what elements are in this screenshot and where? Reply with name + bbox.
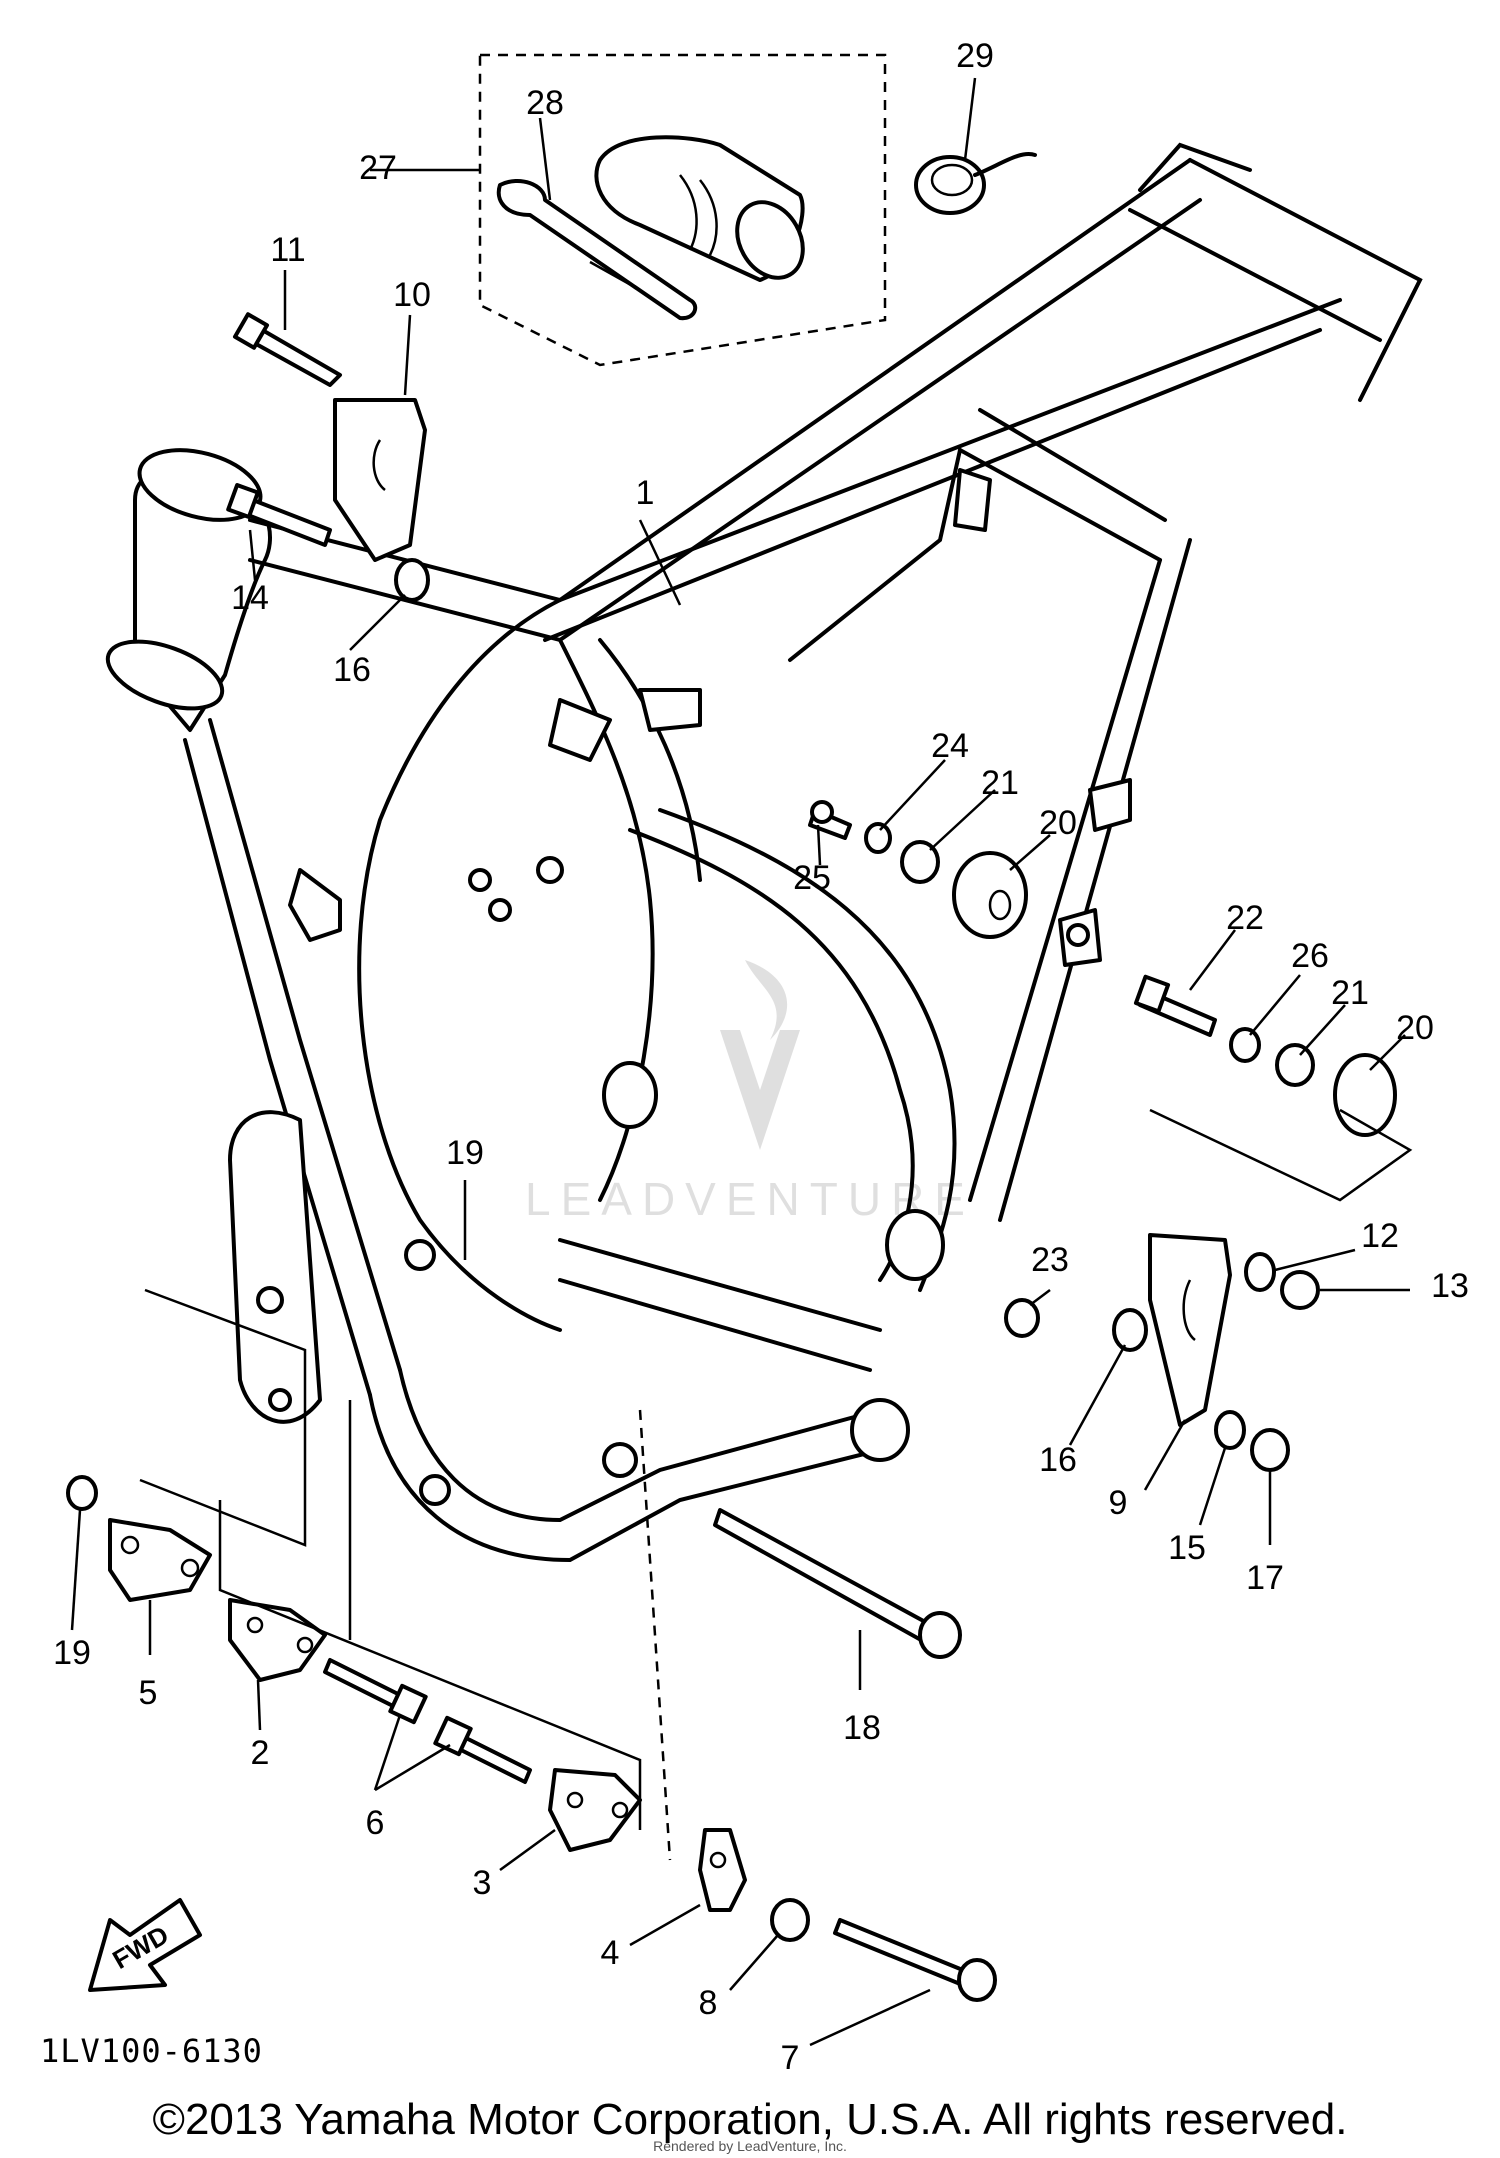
callout-3: 3 <box>473 1864 492 1902</box>
washer-16-left <box>394 558 430 602</box>
callout-23: 23 <box>1031 1241 1069 1279</box>
leader-lines <box>70 77 1410 2047</box>
callout-22: 22 <box>1226 899 1264 937</box>
bolts-6 <box>323 1658 532 1784</box>
callout-9: 9 <box>1109 1484 1128 1522</box>
callout-7: 7 <box>781 2039 800 2077</box>
tool-bag-icon <box>594 135 805 282</box>
nut-13 <box>1280 1270 1320 1310</box>
fwd-arrow-icon: FWD <box>88 1898 202 1992</box>
leadventure-watermark: LEADVENTURE <box>525 960 965 1225</box>
nut-19-left <box>66 1475 98 1511</box>
callout-28: 28 <box>526 84 564 122</box>
bracket-5 <box>108 1518 212 1602</box>
callout-24: 24 <box>931 727 969 765</box>
bracket-9 <box>1148 1233 1232 1427</box>
washer-26 <box>1229 1027 1261 1063</box>
collar-21-lower <box>1275 1043 1315 1087</box>
callout-20-lower: 20 <box>1396 1009 1434 1047</box>
bolt-11 <box>232 312 342 387</box>
callout-2: 2 <box>251 1734 270 1772</box>
callout-21-upper: 21 <box>981 764 1019 802</box>
callout-19-upper: 19 <box>446 1134 484 1172</box>
bushing-20-upper <box>952 851 1028 939</box>
callout-6: 6 <box>366 1804 385 1842</box>
callout-18: 18 <box>843 1709 881 1747</box>
callout-11: 11 <box>270 231 305 269</box>
callout-8: 8 <box>699 1984 718 2022</box>
callout-16-lower: 16 <box>1039 1441 1077 1479</box>
callout-13: 13 <box>1431 1267 1469 1305</box>
bracket-3 <box>548 1768 642 1852</box>
callout-26: 26 <box>1291 937 1329 975</box>
callout-19-lower: 19 <box>53 1634 91 1672</box>
callout-17: 17 <box>1246 1559 1284 1597</box>
callout-5: 5 <box>139 1674 158 1712</box>
diagram-code: 1LV100-6130 <box>40 2032 263 2070</box>
callout-25: 25 <box>793 859 831 897</box>
callout-14: 14 <box>231 579 269 617</box>
bolt-22 <box>1133 974 1217 1037</box>
nut-8 <box>770 1898 810 1942</box>
clamp-icon <box>914 152 1037 215</box>
bracket-4 <box>698 1828 747 1912</box>
callout-1: 1 <box>636 474 655 512</box>
callout-15: 15 <box>1168 1529 1206 1567</box>
callout-16-upper: 16 <box>333 651 371 689</box>
callout-27: 27 <box>359 149 397 187</box>
wrench-icon <box>496 179 698 321</box>
bracket-2 <box>228 1598 327 1682</box>
bolt-25 <box>808 800 852 840</box>
nut-23 <box>1004 1298 1040 1338</box>
callout-12: 12 <box>1361 1217 1399 1255</box>
nut-17 <box>1250 1428 1290 1472</box>
callout-10: 10 <box>393 276 431 314</box>
bolt-7 <box>833 1918 997 2002</box>
bracket-10 <box>333 398 427 562</box>
callout-4: 4 <box>601 1934 620 1972</box>
copyright-notice: ©2013 Yamaha Motor Corporation, U.S.A. A… <box>152 2095 1348 2144</box>
render-credit: Rendered by LeadVenture, Inc. <box>653 2138 847 2154</box>
bolt-14 <box>226 483 332 547</box>
bolt-18 <box>713 1508 962 1659</box>
callout-29: 29 <box>956 37 994 75</box>
callout-21-lower: 21 <box>1331 974 1369 1012</box>
washer-15 <box>1214 1410 1246 1450</box>
washer-12 <box>1244 1252 1276 1292</box>
callout-labels: 1 2 3 4 5 6 7 8 9 10 11 12 13 14 15 16 1… <box>53 37 1469 2077</box>
washer-16-right <box>1112 1308 1148 1352</box>
tool-kit-group <box>478 53 887 367</box>
callout-20-upper: 20 <box>1039 804 1077 842</box>
washer-24 <box>864 822 892 854</box>
collar-21-upper <box>900 840 940 884</box>
